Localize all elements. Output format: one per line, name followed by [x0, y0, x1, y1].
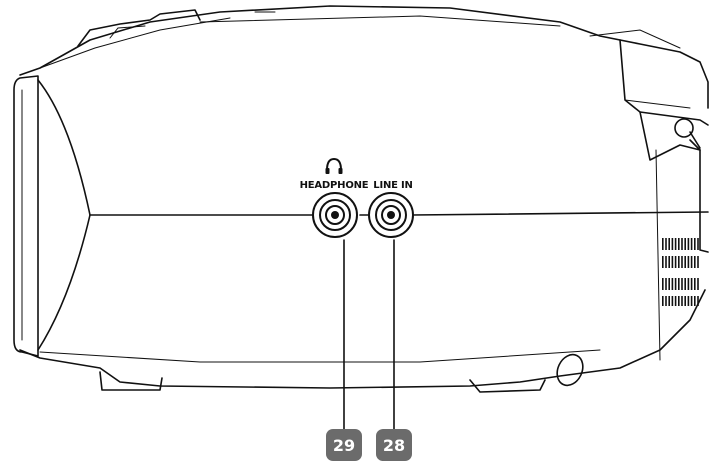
vent-slot [697, 238, 699, 250]
vent-slot [694, 238, 696, 250]
callout-badge-29: 29 [326, 429, 362, 461]
vent-slot [690, 256, 693, 268]
vent-slot [681, 256, 683, 268]
vent-slot [678, 256, 680, 268]
vent-slot [662, 296, 664, 306]
vent-slot [690, 278, 693, 290]
headphone-jack [312, 192, 358, 238]
vent-slot [684, 238, 686, 250]
vent-slot [668, 278, 670, 290]
vent-slot [690, 296, 693, 306]
vent-slot [678, 278, 680, 290]
vent-slot [674, 256, 677, 268]
vent-slot [665, 278, 667, 290]
vent-slot [684, 278, 686, 290]
vent-slot [687, 238, 690, 250]
callout-badge-28: 28 [376, 429, 412, 461]
vent-slot [697, 278, 699, 290]
vent-slot [694, 278, 696, 290]
line-in-label: LINE IN [373, 180, 412, 191]
vent-slot [674, 238, 677, 250]
callout-leaders [343, 239, 395, 433]
vent-slot [678, 238, 680, 250]
vent-slot [671, 238, 674, 250]
vent-slot [668, 256, 670, 268]
callout-number-28: 28 [383, 436, 405, 455]
vent-slot [671, 256, 674, 268]
callout-number-29: 29 [333, 436, 355, 455]
vent-slot [674, 296, 677, 306]
vent-slot [684, 296, 686, 306]
vent-slot [687, 296, 690, 306]
vent-slot [662, 256, 664, 268]
vent-slot [697, 296, 699, 306]
vent-slot [687, 256, 690, 268]
vent-slot [674, 278, 677, 290]
device-body [13, 5, 709, 393]
vent-slot [665, 296, 667, 306]
vent-slot [687, 278, 690, 290]
vent-slot [694, 256, 696, 268]
vent-slot [678, 296, 680, 306]
vent-grille [662, 238, 699, 306]
vent-slot [697, 256, 699, 268]
headphone-label: HEADPHONE [300, 180, 369, 191]
vent-slot [668, 238, 670, 250]
vent-slot [681, 278, 683, 290]
headphone-icon [325, 157, 343, 174]
vent-slot [665, 256, 667, 268]
vent-slot [665, 238, 667, 250]
vent-slot [684, 256, 686, 268]
vent-slot [662, 238, 664, 250]
vent-slot [690, 238, 693, 250]
vent-slot [681, 238, 683, 250]
line-in-jack [368, 192, 414, 238]
vent-slot [671, 278, 674, 290]
vent-slot [662, 278, 664, 290]
vent-slot [671, 296, 674, 306]
vent-slot [681, 296, 683, 306]
vent-slot [668, 296, 670, 306]
vent-slot [694, 296, 696, 306]
